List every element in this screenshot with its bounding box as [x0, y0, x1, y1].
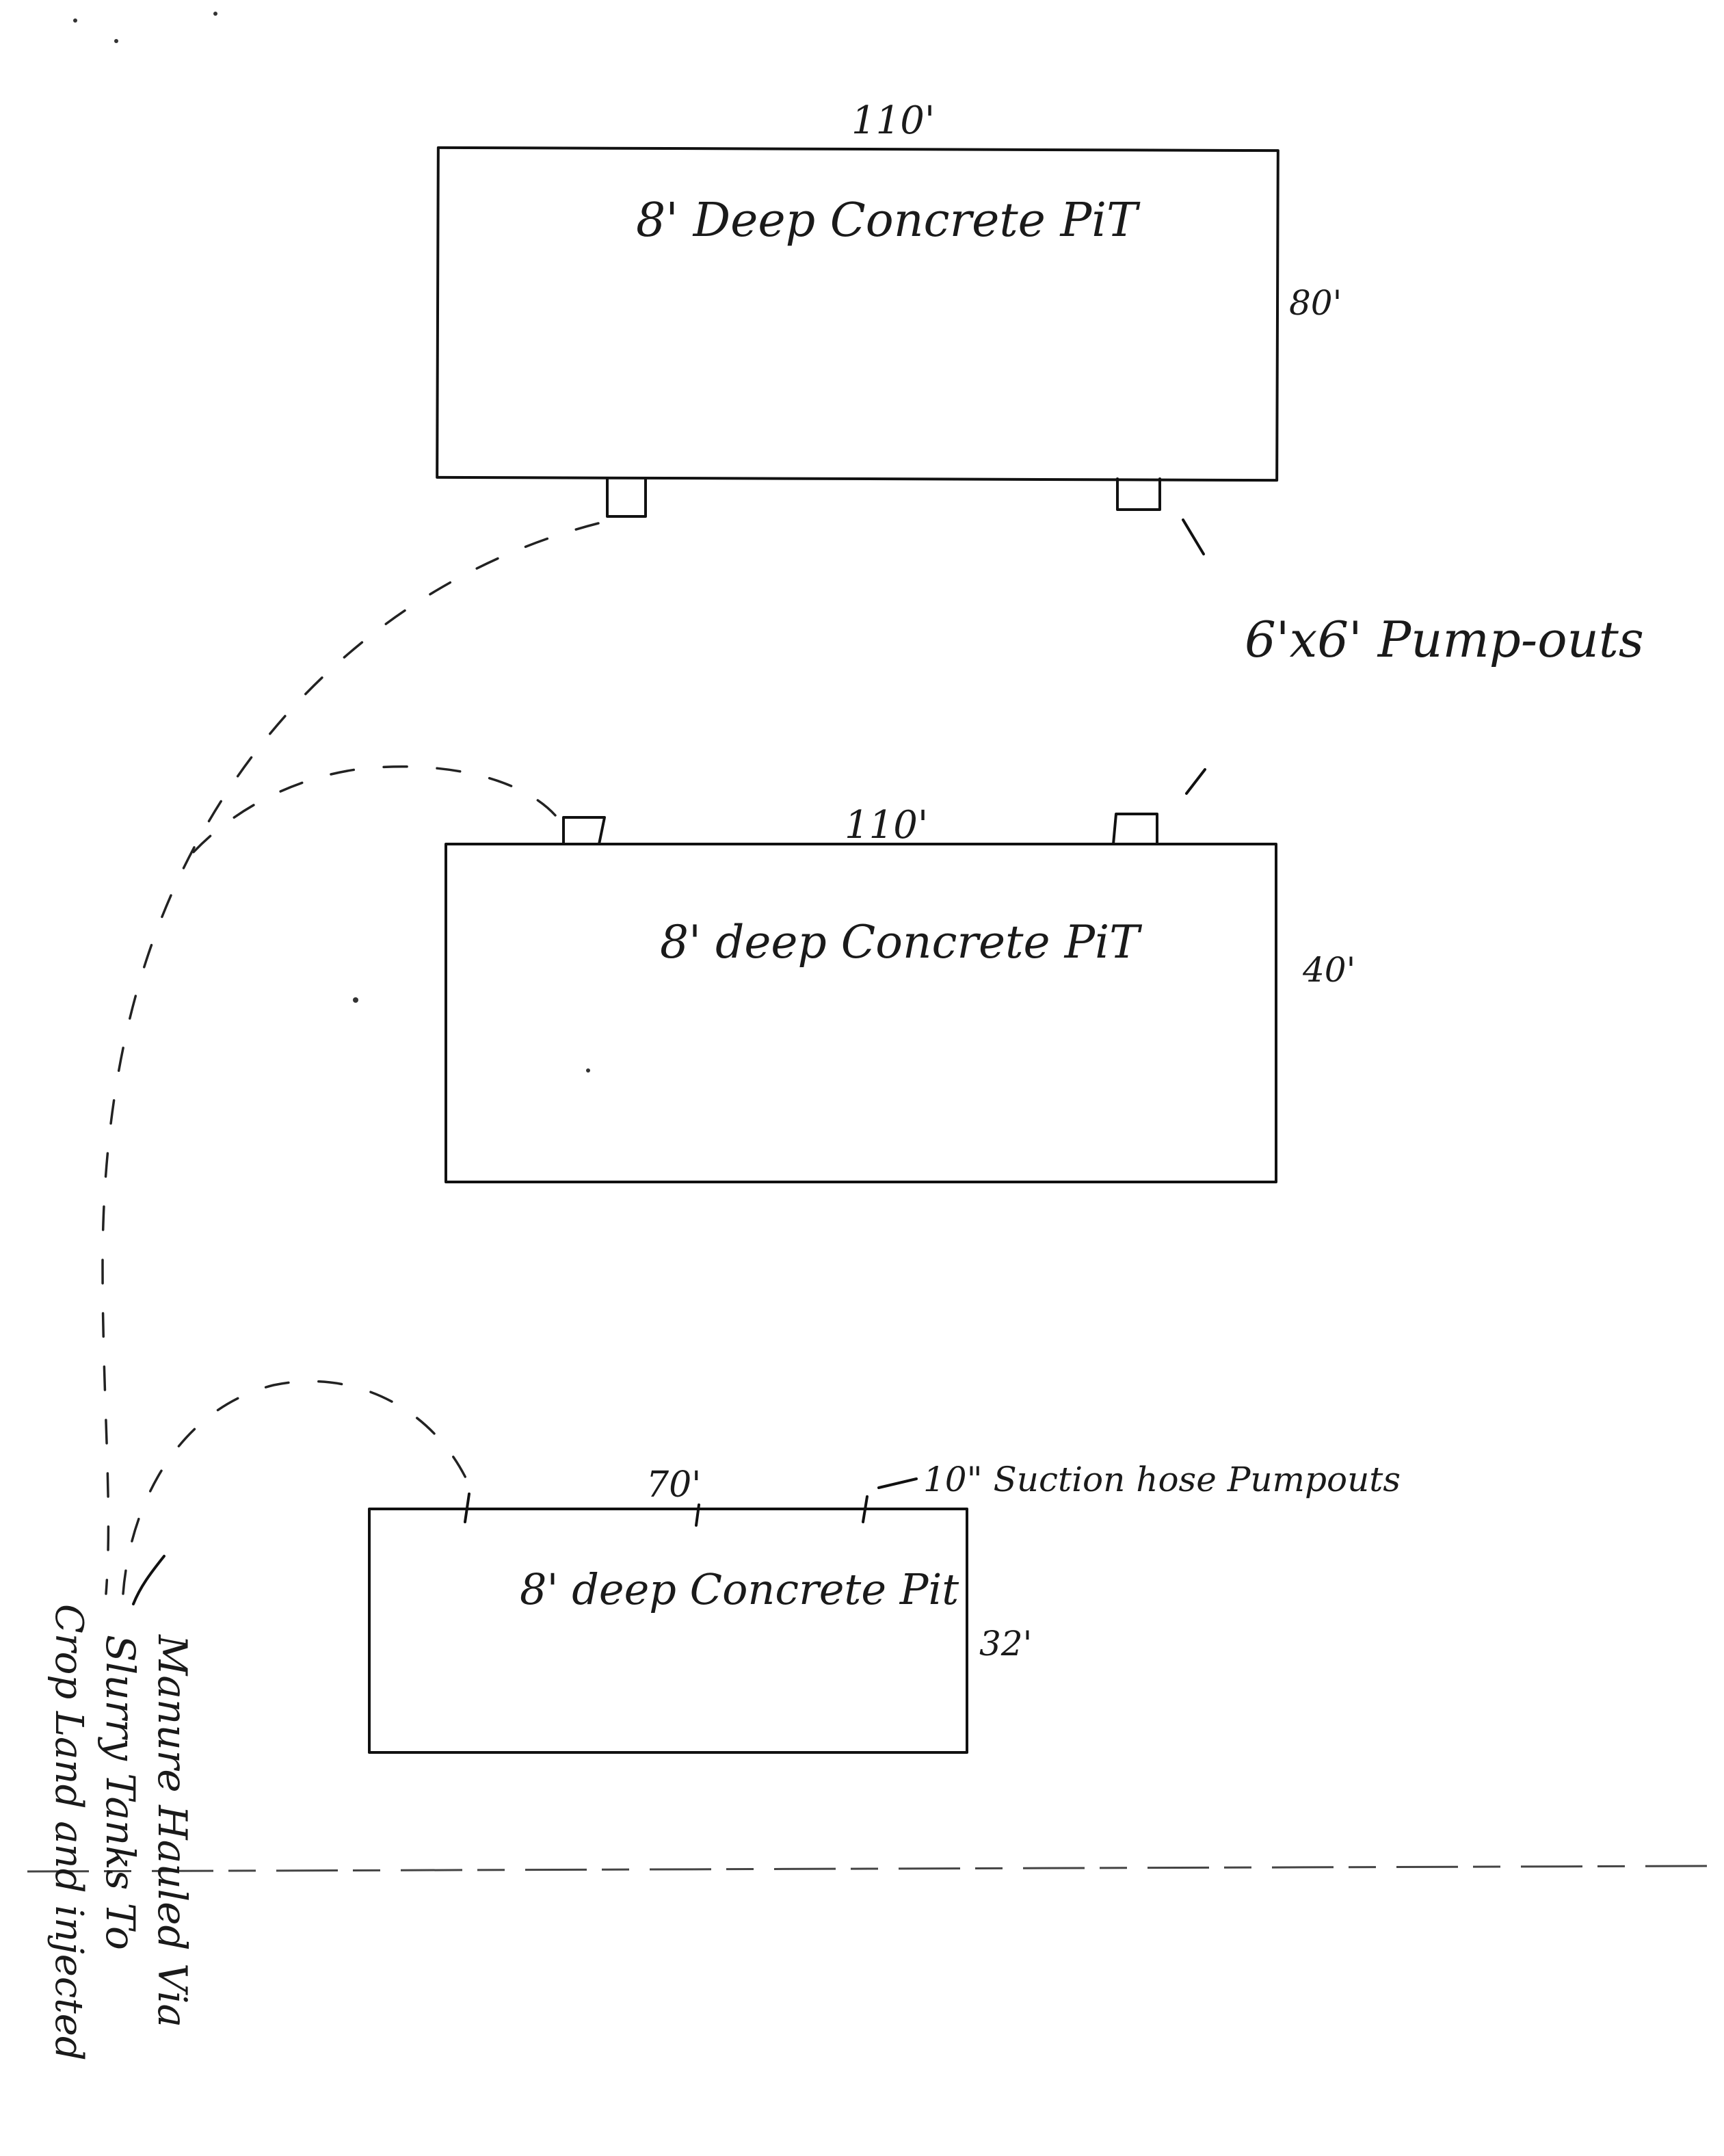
scan-speck — [73, 18, 77, 23]
suction-hose-tick — [464, 1493, 470, 1523]
top-pit: 110' 8' Deep Concrete PiT 80' — [436, 98, 1342, 518]
side-note-line-1: Manure Hauled Via — [149, 1634, 196, 2027]
middle-pit-width-label: 110' — [845, 803, 928, 847]
pumpout-box — [1112, 813, 1158, 845]
top-pit-width-label: 110' — [851, 98, 935, 143]
bottom-pit-label: 8' deep Concrete Pit — [520, 1564, 959, 1614]
suction-hose-tick — [862, 1495, 868, 1523]
suction-hose-label: 10" Suction hose Pumpouts — [923, 1460, 1401, 1499]
pumpout-box — [562, 816, 606, 845]
bottom-pit: 70' 10" Suction hose Pumpouts 8' deep Co… — [368, 1460, 1401, 1754]
side-note-line-2: Slurry Tanks To — [97, 1635, 144, 1950]
scan-speck — [353, 997, 358, 1003]
pumpouts-label: 6'x6' Pump-outs — [1245, 611, 1644, 668]
pumpout-box — [1116, 477, 1161, 511]
middle-pit-label: 8' deep Concrete PiT — [660, 916, 1143, 969]
suction-pointer-line — [877, 1477, 918, 1489]
top-pit-label: 8' Deep Concrete PiT — [636, 194, 1141, 248]
middle-pit-depth-dim: 40' — [1302, 950, 1355, 990]
suction-hose-tick — [695, 1503, 700, 1527]
scan-speck — [114, 39, 118, 43]
pumpout-box — [606, 477, 647, 518]
pumpouts-pointer-line — [1182, 518, 1205, 555]
scan-speck — [586, 1068, 590, 1073]
pumpouts-pointer-line — [1185, 768, 1206, 795]
side-note: Manure Hauled Via Slurry Tanks To Crop L… — [47, 1604, 196, 2061]
top-pit-outline — [436, 146, 1279, 482]
middle-pit-outline — [445, 843, 1277, 1183]
scan-speck — [213, 12, 217, 16]
top-pit-depth-dim: 80' — [1289, 283, 1342, 323]
side-note-line-3: Crop Land and injected — [47, 1604, 91, 2061]
bottom-pit-outline — [368, 1508, 968, 1754]
hose-route-top-pit — [101, 522, 600, 1595]
hose-route-middle-pit — [183, 765, 557, 863]
side-note-bracket — [132, 1555, 165, 1605]
scan-rule-line — [27, 1865, 1710, 1873]
bottom-pit-width-label: 70' — [646, 1464, 701, 1506]
bottom-pit-depth-dim: 32' — [979, 1624, 1032, 1664]
hose-route-bottom-pit — [122, 1380, 473, 1595]
middle-pit: 110' 8' deep Concrete PiT 40' — [445, 803, 1355, 1183]
